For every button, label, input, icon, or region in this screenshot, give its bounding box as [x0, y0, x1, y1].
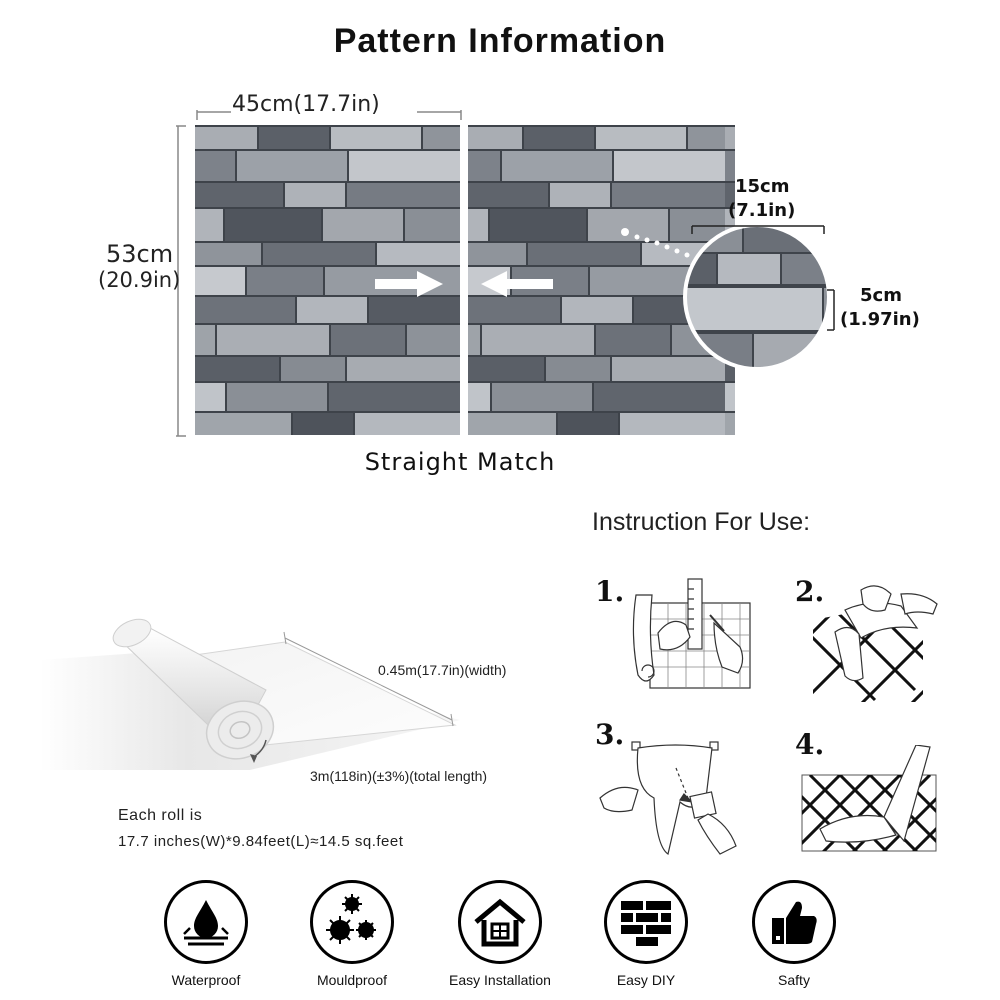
- wallpaper-roll-illustration: [40, 618, 460, 770]
- step-1-number: 1.: [595, 575, 625, 608]
- roll-width-label: 0.45m(17.7in)(width): [378, 662, 507, 678]
- house-icon: [458, 880, 542, 964]
- feature-waterproof: Waterproof: [136, 880, 276, 988]
- brick-width-in: (7.1in): [728, 200, 796, 221]
- pattern-width-label: 45cm(17.7in): [232, 92, 380, 117]
- step-4-smooth-icon: [801, 745, 937, 852]
- feature-label: Safty: [778, 972, 810, 988]
- feature-label: Easy DIY: [616, 972, 676, 988]
- pattern-height-cm: 53cm: [106, 240, 174, 268]
- feature-safty: Safty: [724, 880, 864, 988]
- feature-label: Easy Installation: [449, 972, 551, 988]
- pattern-height-in: (20.9in): [98, 268, 181, 292]
- height-dimension-line: [176, 125, 186, 437]
- brick-width-cm: 15cm: [735, 176, 790, 197]
- each-roll-heading: Each roll is: [118, 807, 203, 824]
- zoom-callout-dots: [621, 228, 690, 258]
- width-dimension-line: [196, 110, 462, 120]
- brick-height-bracket: [827, 289, 835, 331]
- feature-mouldproof: Mouldproof: [282, 880, 422, 988]
- feature-label: Mouldproof: [316, 972, 388, 988]
- step-3-apply-icon: [599, 741, 737, 855]
- each-roll-spec: 17.7 inches(W)*9.84feet(L)≈14.5 sq.feet: [118, 833, 404, 850]
- brick-width-bracket: [691, 225, 825, 234]
- brick-height-in: (1.97in): [840, 309, 920, 330]
- match-arrow-left: [481, 271, 553, 297]
- step-3-number: 3.: [595, 718, 625, 751]
- step-2-peel-icon: [813, 585, 938, 702]
- page-title: Pattern Information: [333, 22, 667, 60]
- step-1-measure-cut-icon: [632, 578, 751, 689]
- step-2-number: 2.: [795, 575, 825, 608]
- water-drop-icon: [164, 880, 248, 964]
- roll-length-label: 3m(118in)(±3%)(total length): [310, 768, 488, 784]
- mould-icon: [310, 880, 394, 964]
- brick-height-cm: 5cm: [860, 285, 902, 306]
- brick-wall-icon: [604, 880, 688, 964]
- match-type-label: Straight Match: [364, 448, 556, 476]
- match-arrow-right: [375, 271, 443, 297]
- instructions-title: Instruction For Use:: [592, 508, 811, 536]
- feature-easy-installation: Easy Installation: [430, 880, 570, 988]
- brick-zoom-circle: [683, 223, 831, 371]
- step-4-number: 4.: [795, 728, 825, 761]
- feature-label: Waterproof: [171, 972, 241, 988]
- stone-pattern-preview: [195, 125, 735, 435]
- feature-easy-diy: Easy DIY: [576, 880, 716, 988]
- thumbs-up-icon: [752, 880, 836, 964]
